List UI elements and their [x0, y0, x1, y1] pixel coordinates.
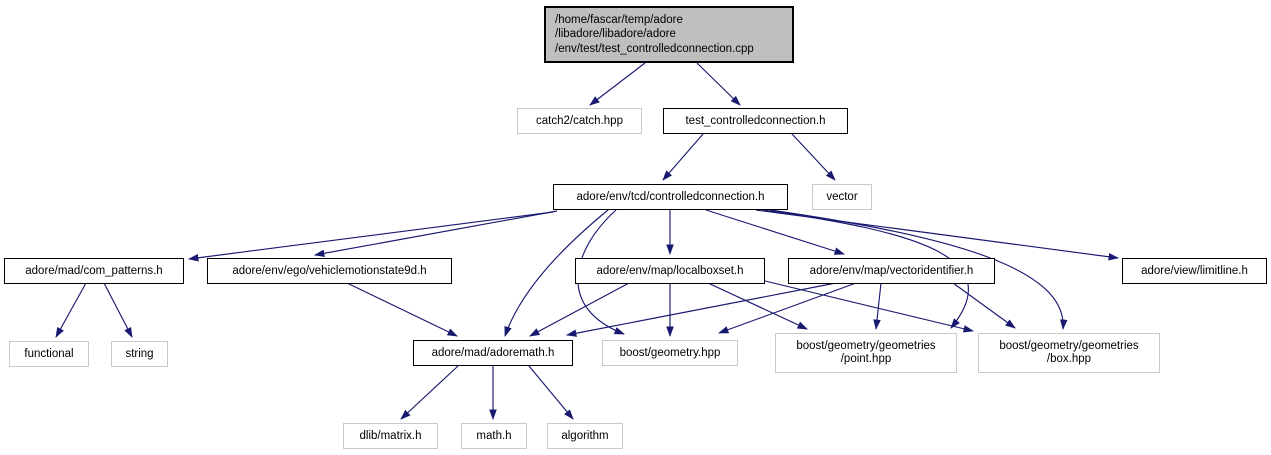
node-math-h: math.h — [461, 423, 527, 449]
node-functional: functional — [9, 341, 89, 367]
edge-com_patterns_h-functional — [55, 282, 87, 338]
edge-vectoridentifier_h-boost_point_hpp — [873, 282, 882, 331]
edge-adoremath_h-algorithm — [528, 365, 574, 420]
edge-controlledconnection_h-adoremath_h — [504, 209, 609, 337]
node-string: string — [111, 341, 168, 367]
node-com-patterns-h[interactable]: adore/mad/com_patterns.h — [4, 258, 184, 284]
edge-localboxset_h-boost_point_hpp — [707, 282, 808, 330]
edge-adoremath_h-dlib_matrix_h — [400, 365, 459, 420]
node-limitline-h[interactable]: adore/view/limitline.h — [1122, 258, 1267, 284]
node-vectoridentifier-h[interactable]: adore/env/map/vectoridentifier.h — [788, 258, 995, 284]
node-main-cpp: /home/fascar/temp/adore /libadore/libado… — [544, 6, 794, 63]
edge-localboxset_h-boost_box_hpp — [764, 280, 975, 333]
edge-vectoridentifier_h-adoremath_h — [565, 282, 837, 337]
edge-main_cpp-catch_hpp — [589, 62, 646, 106]
node-boost-geometry-hpp: boost/geometry.hpp — [602, 340, 738, 366]
node-boost-geometries-box-hpp: boost/geometry/geometries /box.hpp — [978, 333, 1160, 373]
node-boost-geometries-point-hpp: boost/geometry/geometries /point.hpp — [775, 333, 957, 373]
edge-controlledconnection_h-boost_point_hpp — [762, 209, 970, 329]
node-adoremath-h[interactable]: adore/mad/adoremath.h — [413, 340, 573, 366]
node-vector: vector — [812, 184, 872, 210]
edge-localboxset_h-adoremath_h — [529, 282, 630, 337]
edge-vectoridentifier_h-boost_geometry_hpp — [718, 282, 857, 334]
edge-controlledconnection_h-com_patterns_h — [187, 211, 554, 262]
edge-com_patterns_h-string — [103, 282, 133, 338]
edge-main_cpp-test_h — [696, 62, 741, 106]
edge-test_h-controlledconnection_h — [662, 133, 704, 181]
edge-test_h-vector — [791, 133, 836, 181]
node-dlib-matrix-h: dlib/matrix.h — [343, 423, 438, 449]
node-localboxset-h[interactable]: adore/env/map/localboxset.h — [575, 258, 765, 284]
node-controlledconnection-h[interactable]: adore/env/tcd/controlledconnection.h — [553, 184, 788, 210]
edge-controlledconnection_h-vectoridentifier_h — [705, 209, 846, 255]
node-algorithm: algorithm — [547, 423, 623, 449]
edge-vehiclemotionstate9d_h-adoremath_h — [346, 282, 458, 337]
edge-vectoridentifier_h-boost_box_hpp — [952, 282, 1016, 329]
node-vehiclemotionstate9d-h[interactable]: adore/env/ego/vehiclemotionstate9d.h — [207, 258, 452, 284]
node-test-controlledconnection-h[interactable]: test_controlledconnection.h — [663, 108, 848, 134]
node-catch2-catch-hpp: catch2/catch.hpp — [517, 108, 642, 134]
edge-controlledconnection_h-vehiclemotionstate9d_h — [313, 210, 558, 258]
edge-controlledconnection_h-boost_box_hpp — [769, 209, 1068, 331]
